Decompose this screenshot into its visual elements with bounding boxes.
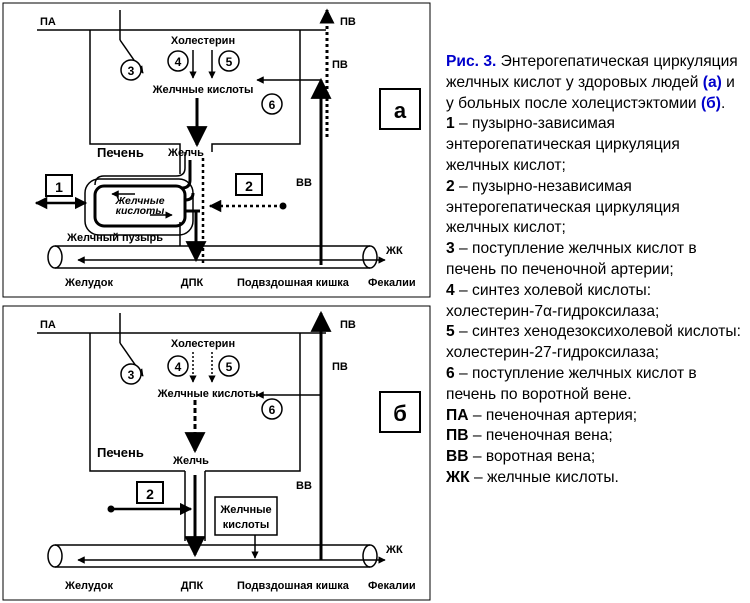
gallbladder-inner [93,184,187,228]
label-cholesterol: Холестерин [171,35,235,47]
label-box-acids-2: кислоты [223,519,269,531]
caption-title: Рис. 3. [446,53,497,70]
label-box-acids-1: Желчные [219,504,271,516]
marker-1: 1 [55,179,63,195]
label-feces: Фекалии [368,277,416,289]
label-cholesterol-b: Холестерин [171,338,235,350]
panel-b-letter-box [379,391,421,433]
label-pv-side: ПВ [332,59,348,71]
marker-6: 6 [269,98,276,112]
label-pa-b: ПА [40,319,56,331]
caption-item: ВВ – воротная вена; [446,448,596,466]
bile-acids-box [214,496,278,536]
figure-caption: Рис. 3. Энтерогепатическая циркуляция же… [446,52,746,489]
marker-3: 3 [128,64,135,78]
liver-outline-b [89,333,301,472]
panel-a: а 1 2 3 4 5 6 ПА ПВ ПВ Холестерин Желчны… [2,2,431,298]
caption-item: ПВ – печеночная вена; [446,427,613,445]
caption-item: 6 – поступление желчных кислот в печень … [446,364,697,403]
caption-a-ref: (а) [702,73,722,91]
panel-b-frame [2,305,431,601]
marker-3-b: 3 [128,368,135,382]
panel-a-letter: а [394,98,407,123]
liver-outline [89,30,301,152]
label-pa: ПА [40,16,56,28]
label-liver-b: Печень [97,445,144,460]
label-ileum: Подвздошная кишка [237,277,350,289]
caption-item: 1 – пузырно-зависимая энтерогепатическая… [446,115,680,174]
label-liver: Печень [97,145,144,160]
panel-a-letter-box [379,88,421,130]
label-stomach: Желудок [64,277,113,289]
caption-item: 4 – синтез холевой кислоты: холестерин-7… [446,281,660,320]
label-gb-acids-1: Желчные [114,195,164,207]
panel-b-letter: б [393,401,407,426]
label-stomach-b: Желудок [64,580,113,592]
caption-item: ПА – печеночная артерия; [446,406,638,424]
label-bile: Желчь [167,147,204,159]
label-zhk: ЖК [385,245,403,257]
caption-item: ЖК – желчные кислоты. [446,468,619,486]
marker-2: 2 [245,178,253,194]
marker-6-b: 6 [269,403,276,417]
label-pv-top-b: ПВ [340,319,356,331]
label-zhk-b: ЖК [385,544,403,556]
caption-b-ref: (б) [700,94,721,112]
label-vv-b: ВВ [296,480,312,492]
label-vv: ВВ [296,177,312,189]
label-feces-b: Фекалии [368,580,416,592]
caption-intro: Рис. 3. Энтерогепатическая циркуляция же… [446,53,738,112]
label-gallbladder: Желчный пузырь [66,232,163,244]
caption-item: 2 – пузырно-независимая энтерогепатическ… [446,177,680,237]
caption-item: 5 – синтез хенодезоксихолевой кислоты: х… [446,323,741,362]
label-pv-top: ПВ [340,16,356,28]
label-bile-acids-b: Желчные кислоты [157,388,259,400]
panel-b: Желчные кислоты б 2 3 4 5 6 ПА ПВ ПВ Хол… [2,305,431,601]
intestine-b [55,544,370,568]
marker-5-b: 5 [226,360,233,374]
caption-item: 3 – поступление желчных кислот в печень … [446,240,697,278]
label-pv-side-b: ПВ [332,361,348,373]
marker-4-b: 4 [175,360,182,374]
label-ileum-b: Подвздошная кишка [237,580,350,592]
marker-2-b: 2 [146,486,154,502]
marker-4: 4 [175,55,182,69]
marker-5: 5 [226,55,233,69]
label-gb-acids-2: кислоты [116,205,165,217]
intestine [55,245,370,269]
panel-a-frame [2,2,431,298]
label-dpk: ДПК [181,277,204,289]
label-bile-b: Желчь [172,455,209,467]
label-bile-acids: Желчные кислоты [152,84,254,96]
label-dpk-b: ДПК [181,580,204,592]
